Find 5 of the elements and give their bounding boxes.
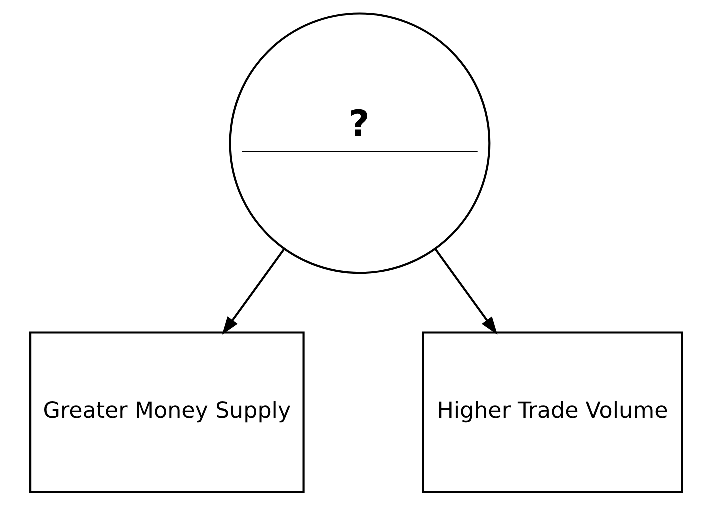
arrow xyxy=(222,248,286,336)
arrow xyxy=(434,248,498,336)
node-box: Greater Money Supply xyxy=(30,332,305,494)
node-box: Higher Trade Volume xyxy=(422,332,684,494)
node-circle: ? xyxy=(229,12,491,274)
